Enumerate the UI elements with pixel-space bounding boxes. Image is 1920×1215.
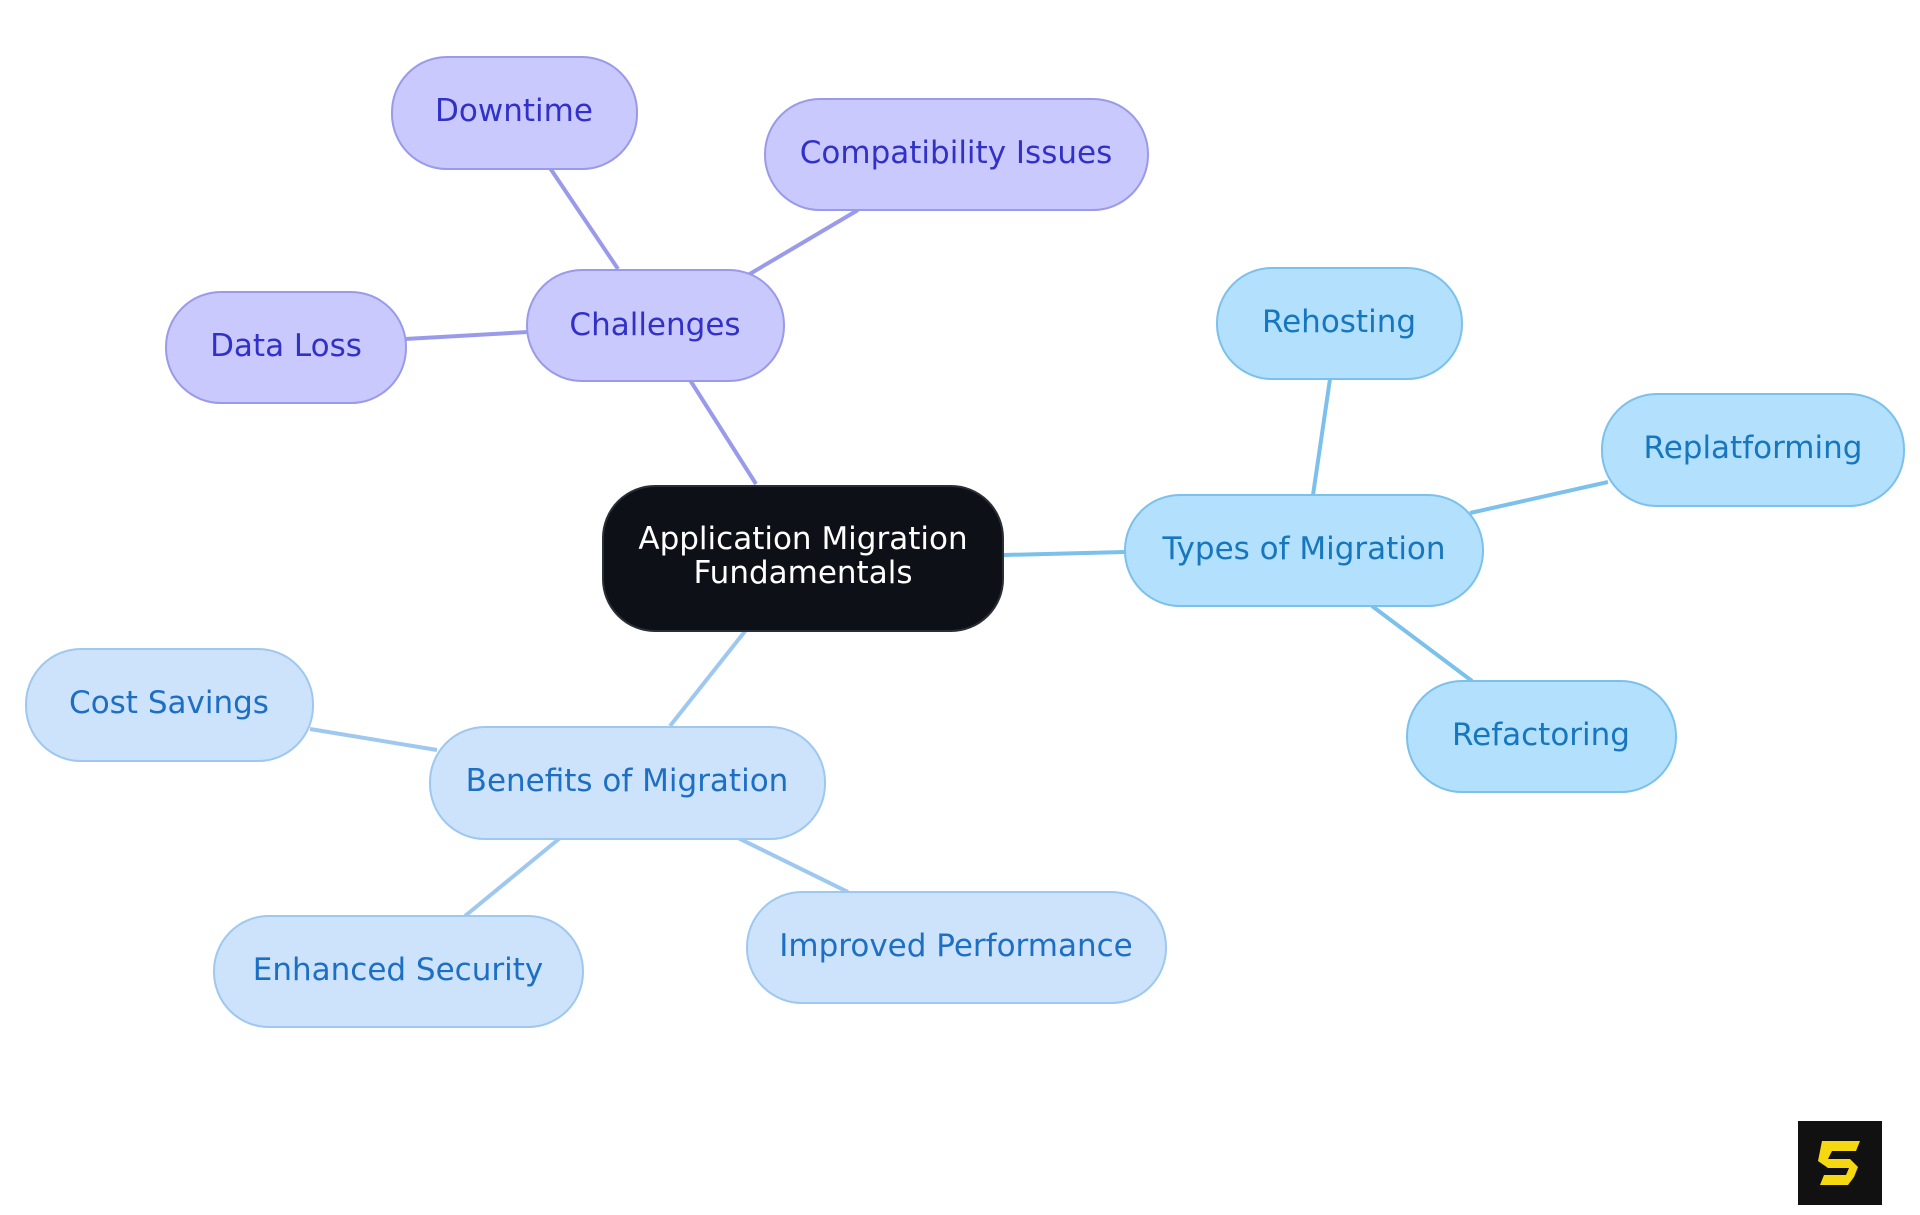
node-enhanced-security[interactable]: Enhanced Security	[213, 915, 584, 1028]
node-challenges[interactable]: Challenges	[526, 269, 785, 382]
connector-types-replatforming	[1469, 480, 1609, 515]
node-refactoring-label: Refactoring	[1452, 717, 1630, 753]
node-enhanced-security-label: Enhanced Security	[253, 952, 543, 988]
node-cost-savings-label: Cost Savings	[69, 685, 269, 721]
node-compatibility-issues[interactable]: Compatibility Issues	[764, 98, 1149, 211]
node-data-loss-label: Data Loss	[210, 328, 362, 364]
connector-types-refactoring	[1370, 604, 1474, 683]
root-node[interactable]: Application Migration Fundamentals	[602, 485, 1004, 632]
connector-challenges-compatibility	[746, 208, 860, 277]
connector-types-rehosting	[1311, 378, 1332, 496]
node-challenges-label: Challenges	[569, 307, 740, 343]
node-downtime[interactable]: Downtime	[391, 56, 638, 170]
node-rehosting[interactable]: Rehosting	[1216, 267, 1463, 380]
connector-benefits-costsavings	[309, 727, 438, 752]
node-benefits-of-migration-label: Benefits of Migration	[466, 763, 789, 799]
node-types-of-migration[interactable]: Types of Migration	[1124, 494, 1484, 607]
types-connectors	[1003, 378, 1609, 683]
stylized-s-logo-icon	[1798, 1121, 1882, 1205]
node-improved-performance[interactable]: Improved Performance	[746, 891, 1167, 1004]
connector-benefits-security	[463, 836, 562, 918]
node-data-loss[interactable]: Data Loss	[165, 291, 407, 404]
connector-root-challenges	[688, 378, 758, 486]
root-label-line2: Fundamentals	[694, 555, 913, 591]
node-improved-performance-label: Improved Performance	[779, 928, 1132, 964]
node-types-of-migration-label: Types of Migration	[1161, 531, 1445, 567]
node-cost-savings[interactable]: Cost Savings	[25, 648, 314, 762]
challenges-connectors	[404, 166, 860, 486]
connector-challenges-dataloss	[404, 330, 529, 341]
connector-root-types	[1003, 550, 1126, 557]
node-benefits-of-migration[interactable]: Benefits of Migration	[429, 726, 826, 840]
node-rehosting-label: Rehosting	[1262, 304, 1416, 340]
root-label-line1: Application Migration	[638, 521, 967, 557]
node-compatibility-issues-label: Compatibility Issues	[800, 135, 1112, 171]
connector-benefits-performance	[737, 836, 849, 894]
node-downtime-label: Downtime	[435, 93, 593, 129]
connector-challenges-downtime	[548, 166, 620, 271]
s-logo-mark-icon	[1818, 1141, 1860, 1185]
connector-root-benefits	[668, 628, 748, 728]
node-replatforming[interactable]: Replatforming	[1601, 393, 1905, 507]
node-replatforming-label: Replatforming	[1644, 430, 1863, 466]
node-refactoring[interactable]: Refactoring	[1406, 680, 1677, 793]
benefits-connectors	[309, 628, 849, 918]
